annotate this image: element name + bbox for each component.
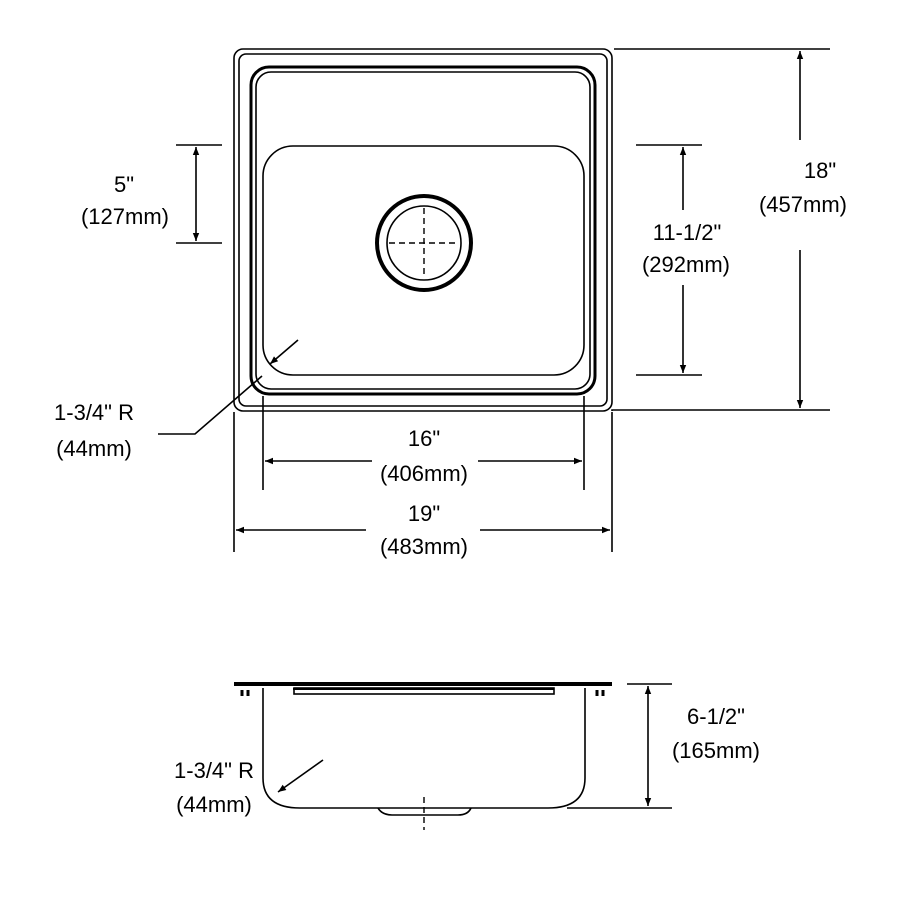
bowl-length-in: 11-1/2" <box>653 220 722 245</box>
drain-offset-in: 5" <box>114 172 134 197</box>
dimension-overall-length: 18" (457mm) <box>611 48 847 411</box>
bowl-width-mm: (406mm) <box>380 461 468 486</box>
dimension-drain-offset: 5" (127mm) <box>81 144 222 244</box>
corner-radius-side-mm: (44mm) <box>176 792 252 817</box>
corner-radius-top-mm: (44mm) <box>56 436 132 461</box>
corner-radius-side-in: 1-3/4" R <box>174 758 254 783</box>
dimension-overall-width: 19" (483mm) <box>233 412 613 559</box>
bowl-length-mm: (292mm) <box>642 252 730 277</box>
outer-rim <box>233 48 613 412</box>
bowl-outline <box>262 145 585 376</box>
overall-width-in: 19" <box>408 501 440 526</box>
dimension-depth: 6-1/2" (165mm) <box>567 683 760 809</box>
top-view <box>233 48 613 412</box>
inner-rim-edge <box>255 71 591 390</box>
depth-in: 6-1/2" <box>687 704 745 729</box>
dimension-corner-radius-top: 1-3/4" R (44mm) <box>54 339 299 461</box>
drain-outer <box>375 194 473 292</box>
overall-length-in: 18" <box>804 158 836 183</box>
corner-radius-top-in: 1-3/4" R <box>54 400 134 425</box>
dimension-bowl-length: 11-1/2" (292mm) <box>636 144 730 376</box>
overall-width-mm: (483mm) <box>380 534 468 559</box>
inner-rim <box>249 65 597 396</box>
overall-length-mm: (457mm) <box>759 192 847 217</box>
side-view <box>234 682 612 830</box>
bowl-width-in: 16" <box>408 426 440 451</box>
depth-mm: (165mm) <box>672 738 760 763</box>
dimension-corner-radius-side: 1-3/4" R (44mm) <box>174 758 324 817</box>
drain-offset-mm: (127mm) <box>81 204 169 229</box>
rim-edge <box>238 53 608 407</box>
dimension-bowl-width: 16" (406mm) <box>262 396 585 490</box>
drain-inner <box>386 205 462 281</box>
